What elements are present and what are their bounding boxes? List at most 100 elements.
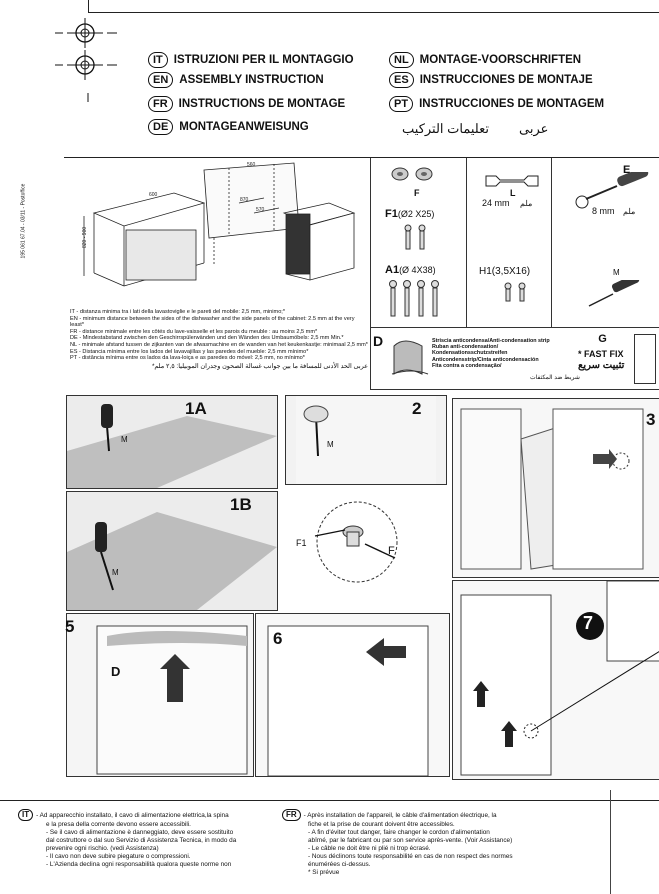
bottom-fr-line-2: fiche et la prise de courant doivent êtr… [308, 821, 455, 828]
note-nl: NL - minimale afstand tussen de zijkante… [70, 341, 368, 348]
plug-f-icon [391, 167, 433, 181]
strip-line-2: Ruban anti-condensation/ [432, 344, 499, 351]
strip-line-1: Striscia anticondensa/Anti-condensation … [432, 338, 550, 344]
screw-f1-icon [404, 224, 426, 250]
wrench-l-size: 24 mm ملم [482, 198, 532, 208]
bottom-fr-line-8: * Si prévue [308, 869, 340, 876]
part-a1-code: A1 [385, 264, 400, 276]
wrench-l-label: L [510, 188, 516, 198]
fastfix-label: * FAST FIX [578, 349, 624, 359]
parts-divider-h1 [371, 327, 659, 328]
step-1b-number: 1B [230, 495, 252, 514]
lang-badge-pt: PT [389, 96, 414, 112]
part-f1-label: F1(Ø2 X25) [385, 208, 434, 220]
dim-label-2: 820 - 900 [82, 227, 88, 248]
bottom-it-line-6: - Il cavo non deve subire piegature o co… [46, 853, 191, 860]
bottom-fr-badge: FR [282, 809, 301, 821]
note-fr: FR - distance minimale entre les côtés d… [70, 328, 318, 335]
tool-m-label: M [613, 268, 620, 277]
step-1b-panel [66, 491, 278, 611]
step-1a-m: M [121, 435, 128, 444]
tool-e-label: E [623, 164, 631, 176]
fastfix-side-box [634, 334, 656, 384]
heading-en-text: ASSEMBLY INSTRUCTION [179, 74, 324, 86]
detail-f-label: F [388, 545, 395, 557]
anti-condensation-strip-icon [391, 340, 429, 375]
lang-badge-de: DE [148, 119, 174, 135]
wrench-l-ar: ملم [520, 199, 533, 208]
step-5-panel [66, 613, 254, 777]
heading-nl-text: MONTAGE-VOORSCHRIFTEN [419, 54, 582, 66]
tool-e-size-text: 8 mm [592, 206, 615, 216]
parts-divider-v2 [551, 158, 552, 328]
note-es: ES - Distancia mínima entre los lados de… [70, 348, 309, 355]
wrench-l-size-text: 24 mm [482, 198, 510, 208]
lang-badge-fr: FR [148, 96, 173, 112]
screw-h1-icon [504, 282, 526, 302]
strip-line-5: Fita contra a condensação/ [432, 362, 502, 369]
strip-ar: شريط ضد المكثفات [530, 375, 580, 381]
heading-pt: PT INSTRUCCIONES DE MONTAGEM [389, 96, 604, 112]
lang-badge-it: IT [148, 52, 168, 68]
lang-badge-es: ES [389, 72, 414, 88]
bottom-divider [0, 800, 659, 801]
step-1a-panel [66, 395, 278, 489]
distance-notes: IT - distanza minima tra i lati della la… [70, 309, 368, 370]
fastfix-ar: تثبيت سريع [578, 360, 625, 371]
heading-de-text: MONTAGEANWEISUNG [179, 121, 309, 133]
heading-fr: FR INSTRUCTIONS DE MONTAGE [148, 96, 345, 112]
dim-label-3: 560 [247, 162, 256, 168]
heading-nl: NL MONTAGE-VOORSCHRIFTEN [389, 52, 581, 68]
bottom-it-line-1: - Ad apparecchio installato, il cavo di … [36, 812, 229, 819]
dim-label-1: 600 [149, 192, 158, 198]
crop-mark-left-top [88, 0, 89, 12]
step-3-number: 3 [646, 410, 656, 429]
heading-de: DE MONTAGEANWEISUNG [148, 119, 309, 135]
heading-ar-text: تعليمات التركيب [402, 121, 489, 136]
wrench-l-icon [485, 175, 539, 187]
step-7-panel [452, 580, 659, 780]
heading-fr-text: INSTRUCTIONS DE MONTAGE [178, 98, 346, 110]
parts-divider-h2 [371, 389, 659, 390]
tool-e-ar: ملم [623, 207, 636, 216]
fastfix-box: G * FAST FIX تثبيت سريع [578, 333, 633, 385]
fixing-detail-icon [314, 501, 398, 583]
step-7-number: 7 [583, 613, 594, 633]
bottom-it-block: IT- Ad apparecchio installato, il cavo d… [18, 809, 276, 869]
part-h1-label: H1(3,5X16) [479, 266, 531, 277]
bottom-it-badge: IT [18, 809, 34, 821]
note-it: IT - distanza minima tra i lati della la… [70, 309, 286, 315]
step-1b-m: M [112, 568, 119, 577]
header-divider [64, 157, 659, 158]
bottom-it-line-4: dal costruttore o dal suo Servizio di As… [46, 837, 237, 844]
bottom-fr-line-5: - Le câble ne doit être ni plié ni trop … [308, 845, 431, 852]
registration-mark-icon [55, 18, 117, 102]
part-a1-spec: (Ø 4X38) [399, 265, 436, 275]
tool-e-size: 8 mm ملم [592, 206, 635, 216]
step-6-number: 6 [273, 629, 283, 648]
partial-diagram-bottom-right [610, 790, 659, 894]
lang-badge-en: EN [148, 72, 174, 88]
step-2-panel [285, 395, 447, 485]
strip-text: Striscia anticondensa/Anti-condensation … [432, 338, 550, 369]
bottom-fr-line-1: - Après installation de l'appareil, le c… [303, 812, 497, 819]
note-de: DE - Mindestabstand zwischen den Geschir… [70, 335, 344, 342]
step-6-panel [255, 613, 450, 777]
note-en: EN - minimum distance between the sides … [70, 315, 355, 329]
bottom-it-line-5: prevenire ogni rischio. (vedi Assistenza… [46, 845, 159, 852]
heading-it-text: ISTRUZIONI PER IL MONTAGGIO [173, 54, 354, 66]
dimension-diagram: 600 820 - 900 560 870 570 [64, 158, 369, 308]
detail-f1-label: F1 [296, 538, 307, 548]
dim-label-4: 870 [240, 197, 249, 203]
bottom-fr-line-6: - Nous déclinons toute responsabilité en… [308, 853, 513, 860]
step-5-number: 5 [65, 617, 75, 636]
heading-es: ES INSTRUCCIONES DE MONTAJE [389, 72, 593, 88]
step-1a-number: 1A [185, 399, 207, 418]
bottom-it-line-7: - L'Azienda declina ogni responsabilità … [46, 861, 232, 868]
bottom-fr-line-3: - A fin d'éviter tout danger, faire chan… [308, 829, 490, 836]
heading-pt-text: INSTRUCCIONES DE MONTAGEM [419, 98, 605, 110]
bottom-it-line-2: e la presa della corrente devono essere … [46, 821, 191, 828]
step-2-m: M [327, 440, 334, 449]
note-pt: PT - distância mínima entre os lados da … [70, 355, 305, 362]
part-f-label: F [414, 188, 420, 198]
